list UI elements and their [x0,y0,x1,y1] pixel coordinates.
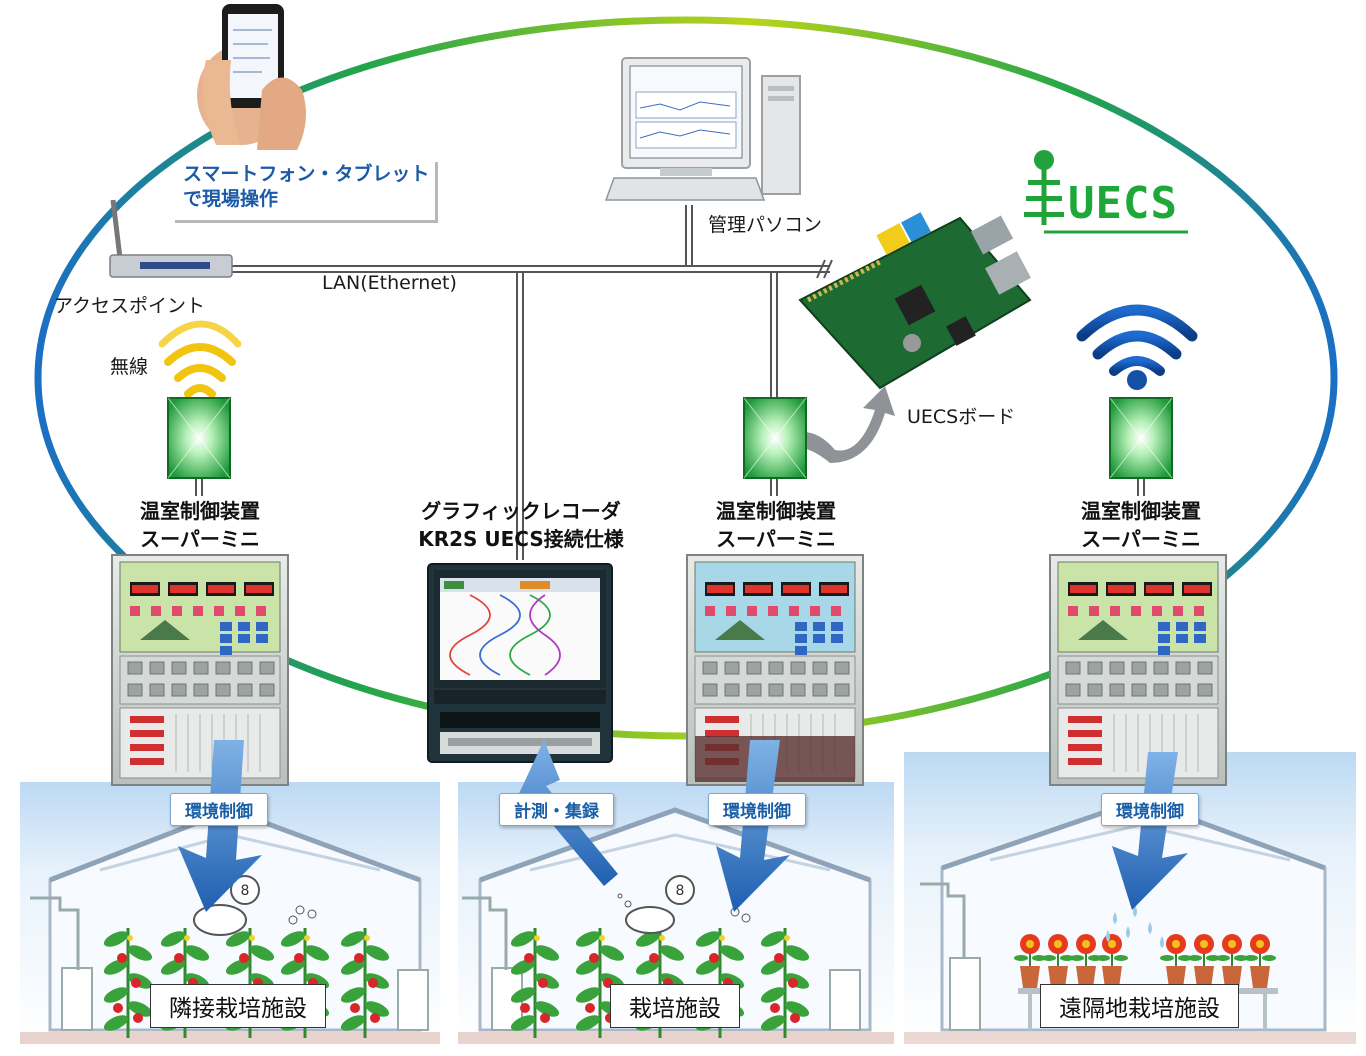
uecs-logo-text: UECS [1068,178,1178,229]
controller-right-line-1: 温室制御装置 [1081,499,1201,523]
controller-left-line-1: 温室制御装置 [140,499,260,523]
recorder-line-2: KR2S UECS接続仕様 [418,527,624,551]
uecs-logo-icon [1024,150,1188,234]
controller-center-line-2: スーパーミニ [716,527,836,551]
mist-cloud-left: 8 [193,875,317,936]
uecs-board-icon [798,212,1032,390]
wireless-label: 無線 [110,356,149,378]
potted-flower [1216,934,1248,988]
tomato-plant [103,928,153,1038]
phone-caption-box: スマートフォン・タブレット で現場操作 [175,162,438,223]
controller-right-line-2: スーパーミニ [1081,527,1201,551]
controller-right-label: 温室制御装置 スーパーミニ [1051,497,1231,553]
phone-caption-line-1: スマートフォン・タブレット [183,163,430,185]
controller-unit-icon [1049,554,1227,786]
controller-left-label: 温室制御装置 スーパーミニ [110,497,290,553]
tomato-plant [510,928,560,1038]
potted-flower [1042,934,1074,988]
tomato-plant [760,928,810,1038]
board-link-arrow [780,386,895,463]
svg-text:8: 8 [676,883,685,899]
svg-text:8: 8 [241,883,250,899]
facility-label-right: 遠隔地栽培施設 [1040,984,1239,1028]
lan-label: LAN(Ethernet) [322,272,457,294]
pc-label: 管理パソコン [708,214,823,236]
potted-flower [1096,934,1128,988]
graphic-recorder-icon [427,563,613,763]
potted-flower [1160,934,1192,988]
comm-module-right [1109,397,1173,479]
recorder-label: グラフィックレコーダ KR2S UECS接続仕様 [398,497,644,553]
smartphone-icon [197,4,306,150]
recorder-line-1: グラフィックレコーダ [421,499,621,523]
water-drops-right [1106,905,1164,948]
controllers [111,554,1227,786]
wireless-signal-icon-left [158,320,242,398]
controller-center-label: 温室制御装置 スーパーミニ [686,497,866,553]
potted-flower [1014,934,1046,988]
controller-unit-icon [686,554,864,786]
wifi-icon-right [1076,304,1198,390]
lan-bus [195,205,1145,560]
measure-tag: 計測・集録 [499,793,614,826]
mist-cloud-center: 8 [617,875,751,934]
env-control-tag-right: 環境制御 [1101,793,1199,826]
facility-label-center: 栽培施設 [610,984,740,1028]
potted-flower [1244,934,1276,988]
management-pc-icon [604,57,801,201]
controller-left-line-2: スーパーミニ [140,527,260,551]
access-point-icon [109,199,233,278]
controller-unit-icon [111,554,289,786]
comm-module-left [167,397,231,479]
comm-module-center [743,397,807,479]
facility-label-left: 隣接栽培施設 [150,984,326,1028]
env-control-tag-left: 環境制御 [170,793,268,826]
potted-flowers [1014,934,1276,988]
potted-flower [1188,934,1220,988]
controller-center-line-1: 温室制御装置 [716,499,836,523]
access-point-label: アクセスポイント [54,295,206,317]
potted-flower [1070,934,1102,988]
phone-caption-line-2: で現場操作 [183,188,279,210]
tomato-plant [340,928,390,1038]
uecs-board-label: UECSボード [907,406,1016,428]
env-control-tag-center: 環境制御 [708,793,806,826]
